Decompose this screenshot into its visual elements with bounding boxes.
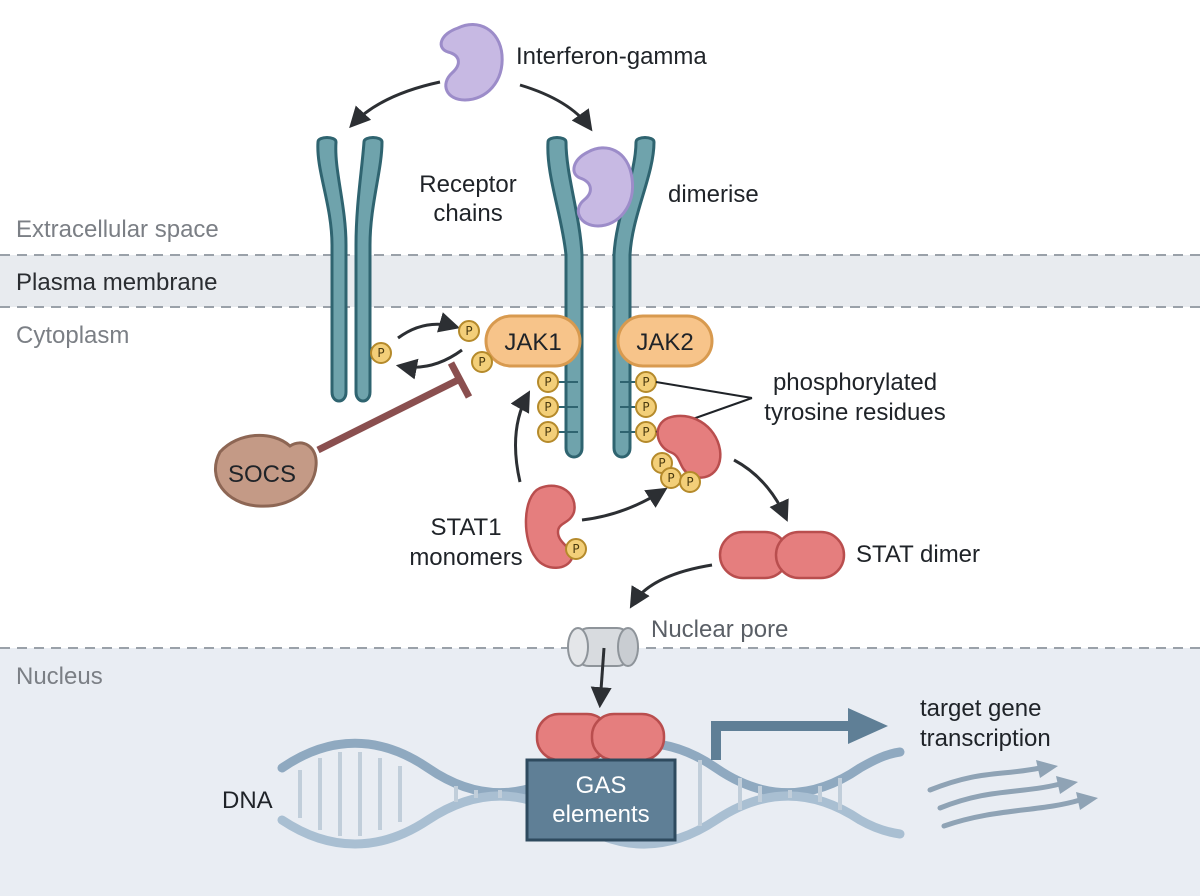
dimerisation-arrow <box>733 458 789 522</box>
phospho-marker: P <box>537 371 559 393</box>
phospho-marker: P <box>660 467 682 489</box>
plasma-membrane-label: Plasma membrane <box>16 269 217 296</box>
interferon-gamma-label: Interferon-gamma <box>516 43 707 70</box>
svg-text:P: P <box>667 471 674 485</box>
transcription-start-arrow <box>711 721 850 760</box>
bound-stat-dimer-right <box>590 712 666 762</box>
ligand-arrow-right <box>519 83 593 132</box>
dimerise-label: dimerise <box>668 181 759 208</box>
svg-text:P: P <box>465 324 472 338</box>
svg-text:P: P <box>544 400 551 414</box>
receptor-chains-label-line1: Receptor <box>419 171 516 198</box>
phospho-marker: P <box>370 342 392 364</box>
phospho-marker: P <box>537 396 559 418</box>
jak2-kinase <box>616 314 714 368</box>
right-receptor-chain-1 <box>546 136 584 459</box>
dna-label: DNA <box>222 787 273 814</box>
bound-interferon-gamma <box>572 146 635 228</box>
jak1-label: JAK1 <box>504 329 561 356</box>
phospho-marker: P <box>565 538 587 560</box>
stat-dimer-right <box>774 530 846 580</box>
phosphorylation-cycle-arrow-bottom <box>395 348 463 380</box>
nuclear-pore-label: Nuclear pore <box>651 616 788 643</box>
mrna-output-arrows <box>927 765 1083 829</box>
phospho-marker: P <box>635 396 657 418</box>
gas-elements-box <box>525 758 677 842</box>
transcription-arrowhead <box>848 708 888 744</box>
phospho-marker: P <box>471 351 493 373</box>
nucleus-label: Nucleus <box>16 663 103 690</box>
dimer-to-pore-arrow <box>629 563 713 609</box>
phospho-marker: P <box>635 371 657 393</box>
phosphorylated-tyrosine-label-line2: tyrosine residues <box>764 399 945 426</box>
left-receptor-chain-2 <box>354 136 384 403</box>
interferon-gamma-ligand <box>439 22 504 102</box>
mrna-arrowheads <box>1036 760 1098 810</box>
phospho-marker: P <box>635 421 657 443</box>
svg-text:P: P <box>377 346 384 360</box>
svg-text:P: P <box>572 542 579 556</box>
svg-text:P: P <box>642 375 649 389</box>
stat1-monomers-label-line2: monomers <box>409 544 522 571</box>
phospho-marker: P <box>679 471 701 493</box>
target-gene-label-line2: transcription <box>920 725 1051 752</box>
target-gene-label-line1: target gene <box>920 695 1041 722</box>
svg-text:P: P <box>478 355 485 369</box>
svg-text:P: P <box>658 456 665 470</box>
socs-label: SOCS <box>228 461 296 488</box>
receptor-chains-label-line2: chains <box>433 200 502 227</box>
gas-label-line2: elements <box>552 801 649 828</box>
pore-to-dna-arrow <box>590 647 612 709</box>
gas-label-line1: GAS <box>576 772 627 799</box>
socs-inhibition-line <box>316 374 464 454</box>
ligand-arrow-left <box>349 80 441 129</box>
svg-text:P: P <box>686 475 693 489</box>
svg-text:P: P <box>642 425 649 439</box>
stat-to-jak-arrow <box>510 390 531 483</box>
stat-docking-arrow <box>581 487 668 522</box>
jak2-label: JAK2 <box>636 329 693 356</box>
extracellular-space-label: Extracellular space <box>16 216 219 243</box>
phospho-marker: P <box>537 421 559 443</box>
svg-text:P: P <box>642 400 649 414</box>
cytoplasm-label: Cytoplasm <box>16 322 129 349</box>
left-receptor-chain-1 <box>316 136 348 403</box>
plasma-membrane-band <box>0 255 1200 307</box>
svg-text:P: P <box>544 375 551 389</box>
svg-text:P: P <box>544 425 551 439</box>
socs-protein <box>214 433 318 508</box>
stat-dimer-label: STAT dimer <box>856 541 980 568</box>
phospho-marker: P <box>458 320 480 342</box>
phospho-leader-line-1 <box>655 381 753 399</box>
stat1-monomers-label-line1: STAT1 <box>430 514 501 541</box>
jak1-kinase <box>484 314 582 368</box>
nuclear-pore <box>567 627 639 667</box>
phosphorylation-cycle-arrow-top <box>397 312 461 340</box>
phosphorylated-tyrosine-label-line1: phosphorylated <box>773 369 937 396</box>
socs-inhibition-bar <box>447 361 473 399</box>
